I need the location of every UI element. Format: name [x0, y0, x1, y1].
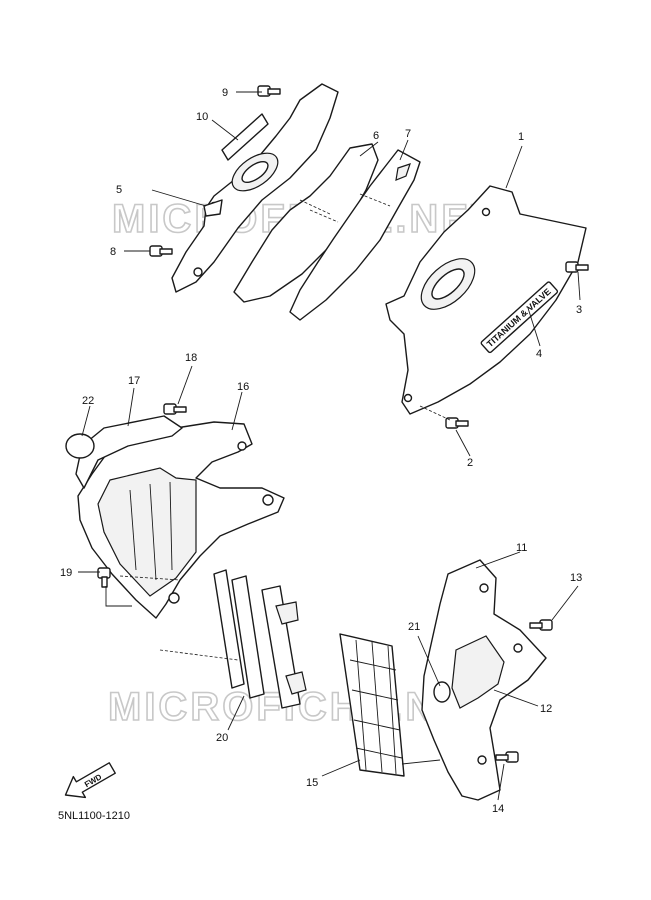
callout-19: 19: [60, 567, 72, 579]
callout-6: 6: [373, 130, 379, 142]
part-pad-10: [221, 113, 269, 161]
callout-10: 10: [196, 111, 208, 123]
part-side-cover-6: [233, 143, 379, 303]
part-side-cover-1: TITANIUM & VALVE: [385, 185, 587, 415]
callout-12: 12: [540, 703, 552, 715]
part-bolt-9: [257, 85, 281, 97]
part-radiator-guard-15: [339, 633, 405, 777]
part-bolt-8: [149, 245, 173, 257]
part-side-cover-bracket: [171, 83, 339, 293]
callout-16: 16: [237, 381, 249, 393]
callout-18: 18: [185, 352, 197, 364]
callout-14: 14: [492, 803, 504, 815]
callout-17: 17: [128, 375, 140, 387]
callout-13: 13: [570, 572, 582, 584]
part-bolt-14: [495, 751, 519, 763]
part-bolt-19: [97, 567, 111, 588]
part-bolt-18: [163, 403, 187, 415]
part-bolt-3: [565, 261, 589, 273]
callout-21: 21: [408, 621, 420, 633]
callout-4: 4: [536, 348, 542, 360]
part-shroud-17: [75, 415, 183, 489]
fwd-arrow-icon: FWD: [64, 762, 116, 799]
callout-20: 20: [216, 732, 228, 744]
part-side-cover-7: [289, 149, 421, 321]
callout-7: 7: [405, 128, 411, 140]
callout-8: 8: [110, 246, 116, 258]
callout-3: 3: [576, 304, 582, 316]
part-radiator-cover-11: [421, 559, 547, 801]
part-damper-20: [213, 569, 307, 709]
callout-11: 11: [516, 542, 527, 554]
callout-5: 5: [116, 184, 122, 196]
part-emblem-22: [65, 433, 95, 459]
callout-1: 1: [518, 131, 524, 143]
part-bolt-13: [529, 619, 553, 631]
callout-9: 9: [222, 87, 228, 99]
part-bolt-2: [445, 417, 469, 429]
callout-22: 22: [82, 395, 94, 407]
callout-15: 15: [306, 777, 318, 789]
callout-2: 2: [467, 457, 473, 469]
part-shroud-16: [77, 421, 285, 619]
diagram-code: 5NL1100-1210: [58, 810, 130, 822]
